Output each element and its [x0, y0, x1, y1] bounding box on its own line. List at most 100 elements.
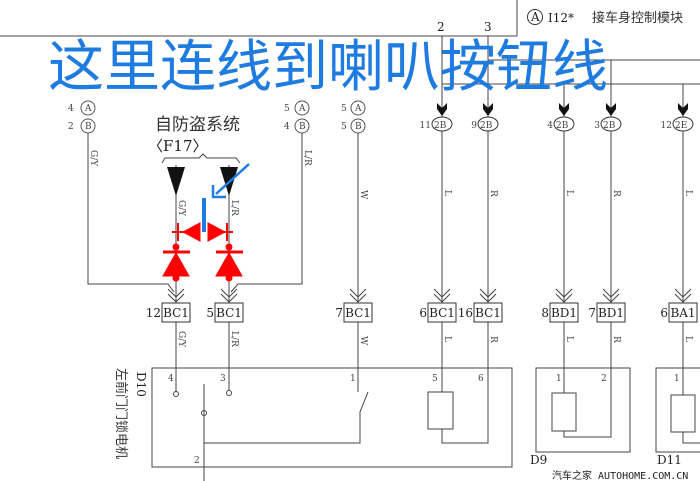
wire-labels: G/Y L/R W G/Y L/R L R L R L G/Y L/R W L …	[88, 150, 693, 348]
label: L	[564, 190, 574, 196]
label: L	[683, 336, 693, 342]
label: G/Y	[88, 150, 98, 167]
module-name: 接车身控制模块	[592, 10, 683, 26]
fuse-terminal-icon	[167, 167, 185, 196]
label: 5	[284, 104, 290, 114]
module-code: I12*	[548, 11, 574, 25]
arrow-down-icon	[606, 103, 616, 116]
chevron-icon	[433, 293, 451, 303]
label: R	[488, 336, 498, 343]
module-output-3-2B: 2B3	[594, 103, 622, 132]
watermark: 汽车之家 AUTOHOME.COM.CN	[552, 469, 688, 481]
label: 4	[168, 374, 174, 384]
d10-id: D10	[134, 372, 148, 397]
chevron-icon	[479, 288, 497, 298]
connector-pin: 7	[335, 306, 343, 320]
label: 4	[284, 122, 290, 132]
blue-markup	[202, 163, 250, 232]
connector-pin: 12	[146, 306, 161, 320]
red-markup	[162, 222, 243, 282]
chevron-icon	[349, 293, 367, 303]
chevron-icon	[602, 293, 620, 303]
module-output-9-2B: 2B9	[471, 103, 499, 132]
label: 5	[341, 104, 347, 114]
component-d10: D10 左前门门锁电机 4 3 1 5 6 2	[113, 367, 513, 481]
connector-pin: 8	[541, 306, 549, 320]
diode-icon	[162, 243, 190, 282]
label: 2	[68, 122, 74, 132]
frame	[0, 0, 700, 85]
connector-name: BD1	[551, 306, 577, 320]
d10-name: 左前门门锁电机	[113, 368, 129, 459]
anti-theft-title: 自防盗系统	[155, 115, 240, 135]
arrow-left-icon	[181, 222, 201, 242]
connector-name: BC1	[429, 306, 455, 320]
chevron-icon	[167, 288, 185, 298]
chevron-icon	[433, 288, 451, 298]
label: L	[442, 336, 452, 342]
label: 6	[478, 374, 484, 384]
label: A	[84, 104, 92, 114]
module-pin-2: 2	[437, 20, 445, 34]
fuse-brace	[161, 153, 241, 164]
chevron-icon	[220, 288, 238, 298]
output-connector-label: 2B	[603, 121, 616, 131]
label: W	[358, 336, 368, 346]
connector-name: BC1	[163, 306, 189, 320]
label: 2	[194, 456, 200, 466]
output-pin-label: 9	[471, 121, 477, 131]
output-connector-label: 2B	[556, 121, 569, 131]
output-pin-label: 4	[547, 121, 553, 131]
label: 1	[350, 374, 356, 384]
switch-icon	[204, 391, 369, 444]
label: L/R	[302, 150, 312, 166]
arrow-down-icon	[559, 103, 569, 116]
label: B	[355, 122, 362, 132]
label: B	[299, 122, 306, 132]
diode-icon	[215, 243, 243, 282]
connector-name: BD1	[598, 306, 624, 320]
d9-id: D9	[530, 453, 547, 467]
output-pin-label: 11	[420, 121, 431, 131]
chevron-icon	[167, 293, 185, 303]
connector-name: BC1	[475, 306, 501, 320]
label: G/Y	[176, 331, 186, 348]
label: 1	[556, 374, 562, 384]
overlay-annotation: 这里连线到喇叭按钮线	[48, 35, 608, 100]
output-pin-label: 3	[594, 121, 600, 131]
chevron-icon	[674, 288, 692, 298]
output-pin-label: 12	[661, 121, 672, 131]
label: R	[488, 190, 498, 197]
output-connector-label: 2E	[675, 121, 687, 131]
label: 3	[220, 374, 226, 384]
label: L	[442, 190, 452, 196]
connector-pin: 6	[660, 306, 668, 320]
label: B	[85, 122, 92, 132]
connector-name: BC1	[345, 306, 371, 320]
component-d9: 1 2 D9	[530, 367, 631, 467]
fuse-label: 〈F17〉	[148, 137, 208, 155]
chevron-icon	[555, 293, 573, 303]
motor-coil-icon	[551, 392, 577, 432]
output-connector-label: 2B	[480, 121, 493, 131]
module-circle-label: A	[530, 10, 540, 24]
label: L	[564, 336, 574, 342]
chevron-icon	[602, 288, 620, 298]
label: 4	[68, 104, 74, 114]
chevron-icon	[555, 288, 573, 298]
connector-pin: 16	[458, 306, 473, 320]
arrow-down-icon	[437, 103, 447, 116]
module-pin-3: 3	[484, 20, 492, 34]
label: 2	[601, 374, 607, 384]
